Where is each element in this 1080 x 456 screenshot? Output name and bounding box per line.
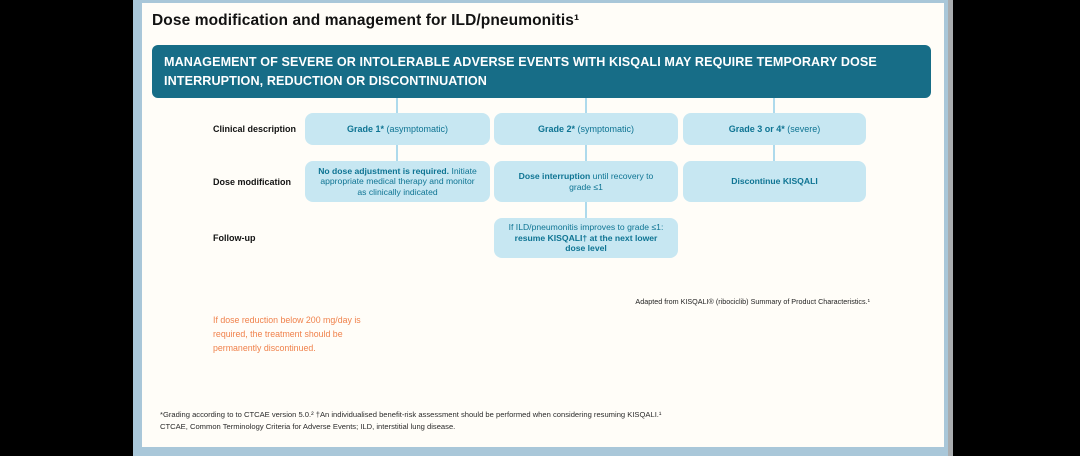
grade1-box: Grade 1* (asymptomatic) (305, 113, 490, 145)
grade1-detail: (asymptomatic) (384, 123, 449, 134)
footnote-grading: *Grading according to to CTCAE version 5… (160, 410, 662, 419)
connector-line (773, 98, 775, 113)
connector-line (585, 202, 587, 218)
footnote-abbreviations: CTCAE, Common Terminology Criteria for A… (160, 422, 456, 431)
grade2-box: Grade 2* (symptomatic) (494, 113, 678, 145)
dose-grade3-4-bold: Discontinue KISQALI (731, 176, 818, 187)
row-label-dose-modification: Dose modification (213, 176, 292, 187)
management-banner: MANAGEMENT OF SEVERE OR INTOLERABLE ADVE… (152, 45, 931, 98)
grade3-4-box: Grade 3 or 4* (severe) (683, 113, 866, 145)
row-label-follow-up: Follow-up (213, 233, 256, 243)
connector-line (396, 145, 398, 161)
dose-grade2-box: Dose interruption until recovery to grad… (494, 161, 678, 202)
row-label-clinical-description: Clinical description (213, 124, 297, 134)
dose-grade1-rest: Initiate appropriate medical therapy and… (320, 165, 477, 197)
connector-line (585, 145, 587, 161)
dose-grade2-rest: until recovery to grade ≤1 (569, 171, 654, 192)
document-page: Dose modification and management for ILD… (142, 3, 944, 447)
follow-up-bold: resume KISQALI† at the next lower dose l… (514, 232, 658, 254)
dose-reduction-warning: If dose reduction below 200 mg/day is re… (213, 315, 361, 353)
follow-up-box: If ILD/pneumonitis improves to grade ≤1:… (494, 218, 678, 258)
page-title: Dose modification and management for ILD… (152, 12, 580, 29)
dose-grade1-box: No dose adjustment is required. Initiate… (305, 161, 490, 202)
dose-grade2-bold: Dose interruption (518, 171, 591, 181)
dose-grade3-4-box: Discontinue KISQALI (683, 161, 866, 202)
footnotes: *Grading according to to CTCAE version 5… (160, 409, 930, 433)
grade3-4-label: Grade 3 or 4* (728, 123, 785, 134)
grade3-4-detail: (severe) (784, 123, 821, 134)
document-viewer-frame: Dose modification and management for ILD… (133, 0, 953, 456)
connector-line (396, 98, 398, 113)
scrollbar[interactable] (948, 0, 953, 456)
connector-line (585, 98, 587, 113)
grade2-detail: (symptomatic) (575, 123, 635, 134)
dose-grade1-bold: No dose adjustment is required. (318, 165, 450, 176)
grade2-label: Grade 2* (537, 123, 575, 134)
follow-up-pre: If ILD/pneumonitis improves to grade ≤1: (508, 222, 664, 233)
banner-line-2: INTERRUPTION, REDUCTION OR DISCONTINUATI… (164, 74, 488, 88)
source-attribution: Adapted from KISQALI® (ribociclib) Summa… (635, 297, 870, 306)
connector-line (773, 145, 775, 161)
grade1-label: Grade 1* (346, 123, 384, 134)
banner-line-1: MANAGEMENT OF SEVERE OR INTOLERABLE ADVE… (164, 55, 877, 69)
